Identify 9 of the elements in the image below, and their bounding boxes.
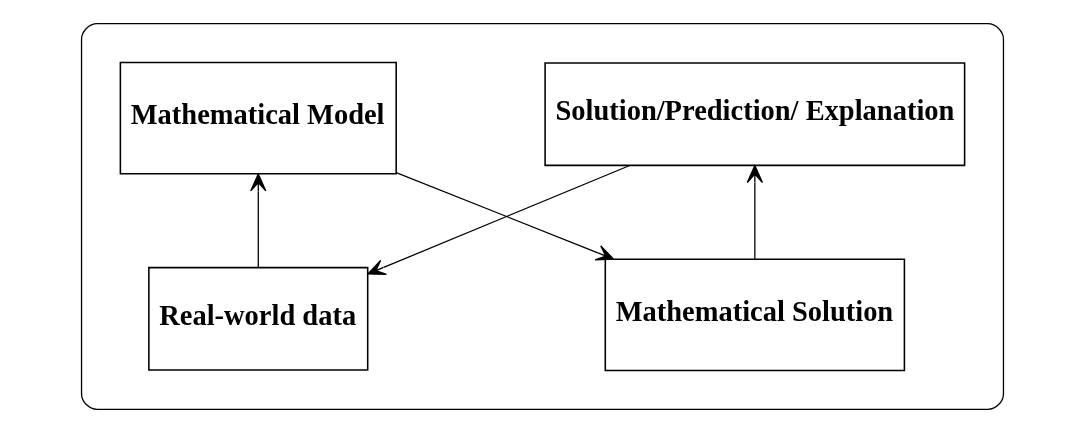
arrow xyxy=(395,171,615,261)
arrow xyxy=(367,164,631,276)
node-box: Solution/Prediction/ Explanation xyxy=(544,62,966,167)
node-box: Mathematical Model xyxy=(119,61,397,175)
node-box: Mathematical Solution xyxy=(604,258,906,372)
arrow xyxy=(250,173,267,269)
arrow xyxy=(746,165,764,260)
node-box: Real-world data xyxy=(148,266,369,371)
cluster xyxy=(80,22,1005,411)
